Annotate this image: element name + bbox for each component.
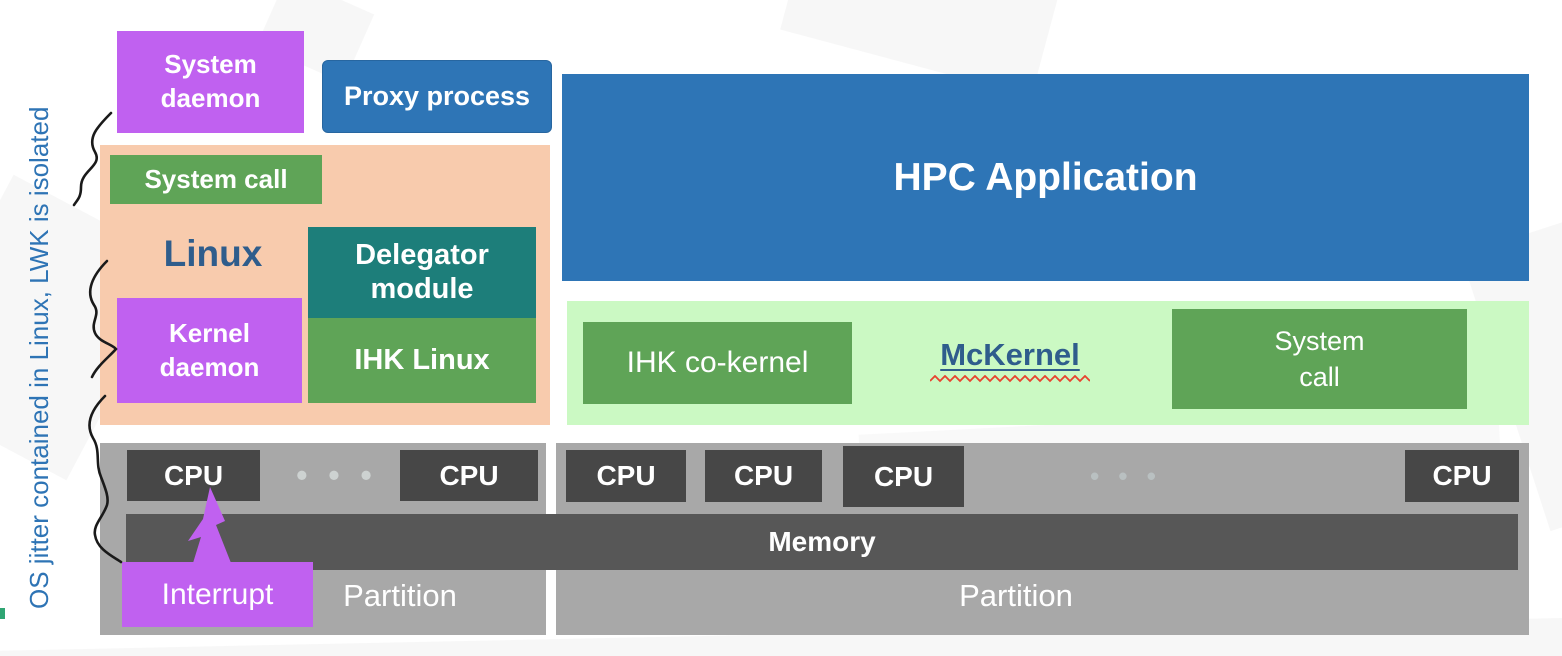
proxy-process-box: Proxy process bbox=[322, 60, 552, 133]
ellipsis-label: • • • bbox=[1090, 460, 1162, 491]
cpu-label: CPU bbox=[1432, 460, 1492, 491]
linux-os-name: Linux bbox=[133, 230, 293, 278]
partition-text: Partition bbox=[343, 578, 457, 613]
interrupt-label: Interrupt bbox=[161, 577, 274, 611]
side-note: OS jitter contained in Linux, LWK is iso… bbox=[24, 106, 54, 610]
memory-label: Memory bbox=[768, 526, 876, 557]
ellipsis-dots: • • • bbox=[1084, 459, 1168, 493]
cpu-label: CPU bbox=[873, 460, 934, 492]
linux-system-call-label: System call bbox=[144, 164, 288, 194]
ellipsis-label: • • • bbox=[296, 456, 378, 493]
ihk-linux-label: IHK Linux bbox=[354, 344, 490, 376]
cpu-label: CPU bbox=[439, 459, 499, 491]
hpc-application-box: HPC Application bbox=[562, 74, 1529, 281]
delegator-module-box: Delegator module bbox=[308, 227, 536, 318]
kernel-daemon-box: Kernel daemon bbox=[117, 298, 302, 403]
ihk-linux-box: IHK Linux bbox=[308, 318, 536, 403]
right-partition-label: Partition bbox=[896, 574, 1136, 618]
mckernel-os-name-label: McKernel bbox=[940, 337, 1080, 372]
cpu-box: CPU bbox=[1405, 450, 1519, 502]
cpu-label: CPU bbox=[596, 460, 656, 491]
memory-bar: Memory bbox=[126, 514, 1518, 570]
cpu-box: CPU bbox=[566, 450, 686, 502]
ellipsis-dots: • • • bbox=[292, 455, 382, 495]
linux-system-call-box: System call bbox=[110, 155, 322, 204]
left-partition-label: Partition bbox=[300, 574, 500, 618]
cpu-label: CPU bbox=[163, 459, 224, 491]
interrupt-box: Interrupt bbox=[122, 562, 313, 627]
cpu-box: CPU bbox=[843, 446, 964, 507]
mckernel-os-name: McKernel bbox=[925, 334, 1095, 386]
system-daemon-box: System daemon bbox=[117, 31, 304, 133]
proxy-process-label: Proxy process bbox=[343, 81, 531, 111]
kernel-daemon-label: Kernel daemon bbox=[159, 317, 260, 382]
ihk-co-kernel-box: IHK co-kernel bbox=[583, 322, 852, 404]
linux-os-name-label: Linux bbox=[163, 233, 263, 274]
spellcheck-squiggle-icon bbox=[930, 375, 1090, 383]
partition-text: Partition bbox=[959, 578, 1073, 613]
cpu-box: CPU bbox=[705, 450, 822, 502]
cpu-box: CPU bbox=[127, 450, 260, 501]
ihk-co-kernel-label: IHK co-kernel bbox=[626, 346, 809, 379]
hpc-application-label: HPC Application bbox=[893, 155, 1198, 199]
mckernel-system-call-label: System call bbox=[1274, 325, 1365, 392]
green-edge-mark bbox=[0, 608, 5, 619]
cpu-box: CPU bbox=[400, 450, 538, 501]
delegator-module-label: Delegator module bbox=[355, 239, 489, 305]
system-daemon-label: System daemon bbox=[160, 49, 261, 113]
cpu-label: CPU bbox=[733, 460, 794, 491]
mckernel-system-call-box: System call bbox=[1172, 309, 1467, 409]
